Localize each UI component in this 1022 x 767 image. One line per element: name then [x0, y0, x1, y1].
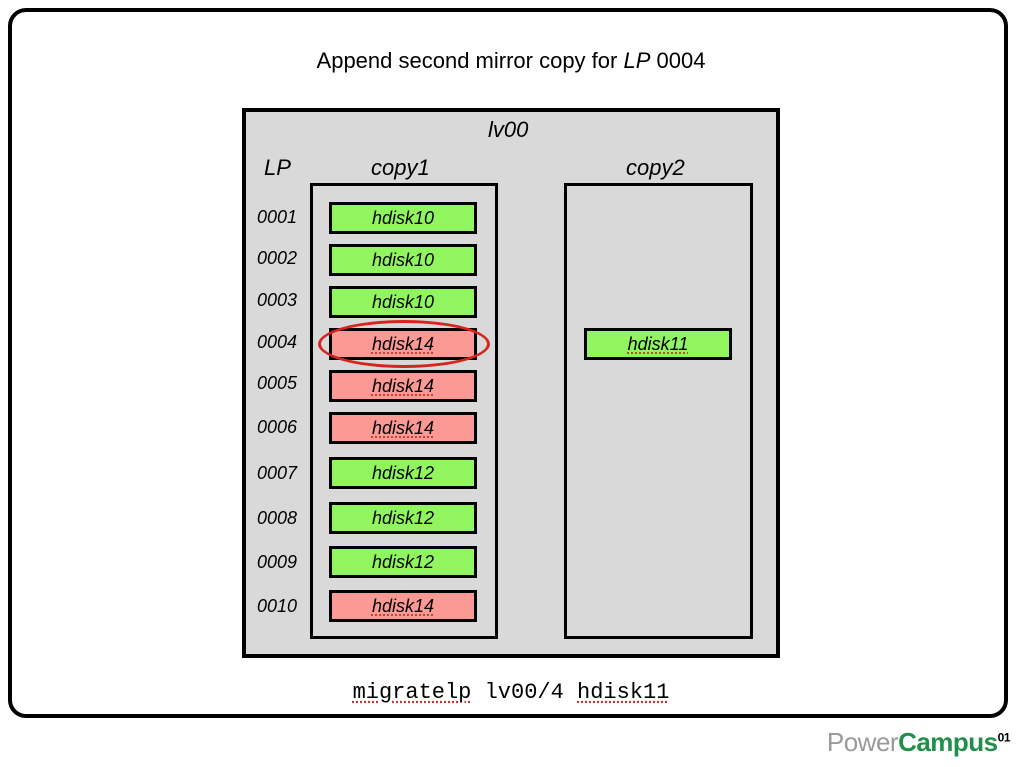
title-lp-word: LP — [623, 48, 651, 73]
lp-column-header: LP — [264, 155, 291, 180]
copy2-box — [564, 183, 753, 639]
lp-number: 0009 — [257, 552, 298, 572]
lp-number: 0002 — [257, 248, 298, 268]
physical-partition-copy1: hdisk10 — [329, 286, 477, 318]
physical-partition-copy1: hdisk14 — [329, 590, 477, 622]
command-name: migratelp — [352, 680, 472, 705]
copy1-box — [310, 183, 498, 639]
physical-partition-copy1: hdisk12 — [329, 546, 477, 578]
lp-number: 0004 — [257, 332, 298, 352]
lp-number: 0005 — [257, 373, 298, 393]
title-lp-value: 0004 — [650, 48, 706, 73]
physical-partition-copy1: hdisk10 — [329, 202, 477, 234]
highlight-ellipse — [318, 320, 490, 368]
title-prefix: Append second mirror copy for — [316, 48, 624, 73]
command-line: migratelp lv00/4 hdisk11 — [0, 680, 1022, 705]
lp-number: 0006 — [257, 417, 298, 437]
physical-partition-copy2: hdisk11 — [584, 328, 732, 360]
physical-partition-copy1: hdisk10 — [329, 244, 477, 276]
lp-number: 0003 — [257, 290, 298, 310]
physical-partition-copy1: hdisk14 — [329, 412, 477, 444]
copy2-label: copy2 — [626, 155, 685, 180]
lp-number: 0007 — [257, 463, 298, 483]
copy1-label: copy1 — [371, 155, 430, 180]
slide-title: Append second mirror copy for LP 0004 — [0, 48, 1022, 74]
lv-name-label: lv00 — [488, 117, 529, 142]
command-args: lv00/4 — [471, 680, 578, 705]
physical-partition-copy1: hdisk12 — [329, 502, 477, 534]
physical-partition-copy1: hdisk14 — [329, 370, 477, 402]
lp-number: 0010 — [257, 596, 298, 616]
lp-number: 0008 — [257, 508, 298, 528]
powercampus-logo: PowerCampus01 — [826, 727, 1011, 757]
lp-number: 0001 — [257, 207, 298, 227]
command-target: hdisk11 — [577, 680, 670, 705]
physical-partition-copy1: hdisk12 — [329, 457, 477, 489]
